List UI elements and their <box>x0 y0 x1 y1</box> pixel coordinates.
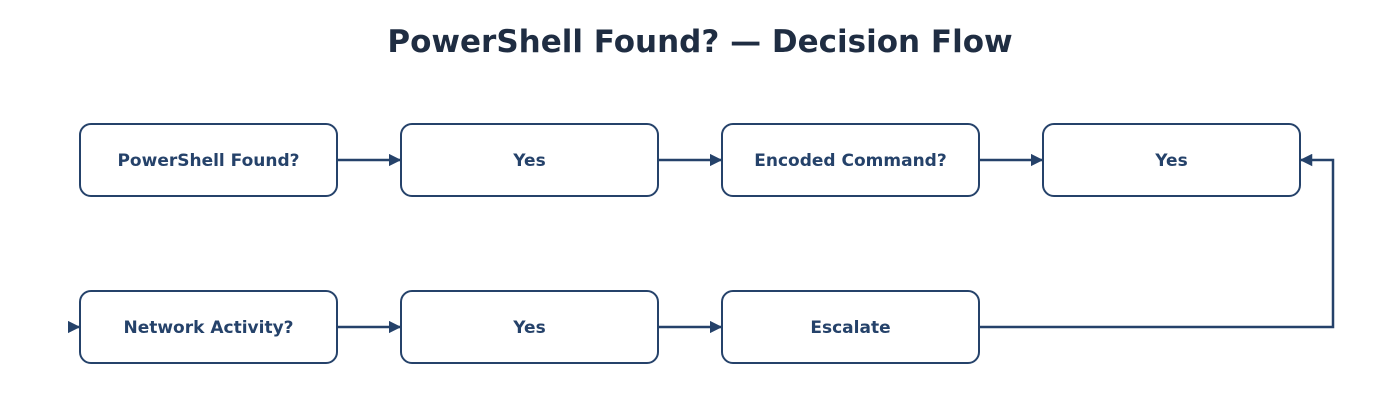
node-label: Network Activity? <box>123 318 293 338</box>
node-escalate: Escalate <box>721 290 980 364</box>
node-yes-2: Yes <box>1042 123 1301 197</box>
node-label: PowerShell Found? <box>117 151 299 171</box>
node-network-activity: Network Activity? <box>79 290 338 364</box>
node-label: Yes <box>1154 151 1187 171</box>
node-label: Yes <box>512 151 545 171</box>
node-label: Encoded Command? <box>754 151 946 171</box>
node-label: Escalate <box>810 318 890 338</box>
node-yes-3: Yes <box>400 290 659 364</box>
node-encoded-command: Encoded Command? <box>721 123 980 197</box>
node-yes-1: Yes <box>400 123 659 197</box>
node-label: Yes <box>512 318 545 338</box>
edge-escalate-to-yes-loop <box>980 153 1335 329</box>
node-powershell-found: PowerShell Found? <box>79 123 338 197</box>
diagram-title: PowerShell Found? — Decision Flow <box>387 24 1012 60</box>
